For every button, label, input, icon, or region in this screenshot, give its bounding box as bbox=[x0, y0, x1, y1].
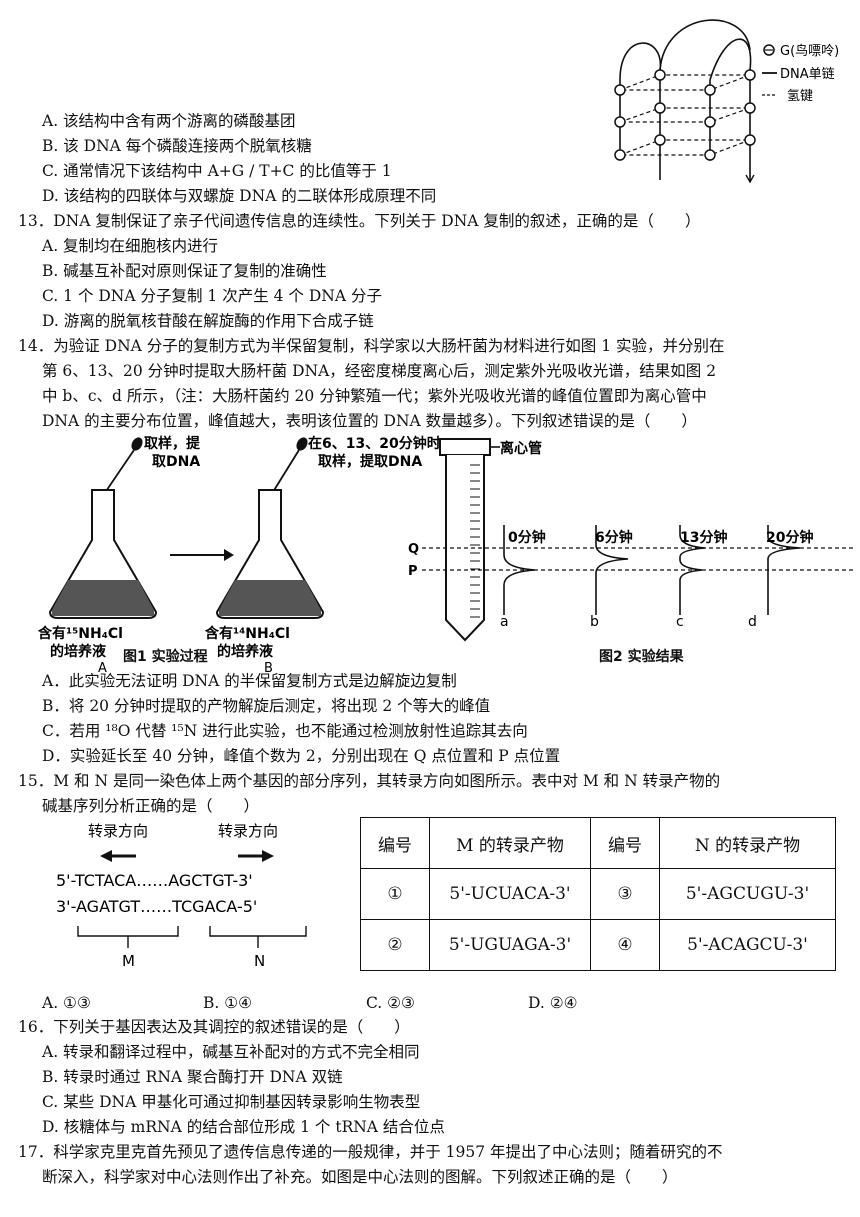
flask-b-label-2: 的培养液 bbox=[217, 643, 274, 660]
figure-1: 取样，提 取DNA 含有¹⁵NH₄Cl 的培养液 A 在6、13、20分钟时 取… bbox=[38, 430, 441, 676]
table-cell: ③ bbox=[590, 868, 660, 920]
flask-b-label-1: 含有¹⁴NH₄Cl bbox=[205, 625, 290, 642]
strand-1: 5'-TCTACA……AGCTGT-3' bbox=[56, 871, 253, 890]
table-cell: 5'-AGCUGU-3' bbox=[659, 868, 836, 920]
q12-option-b: B. 该 DNA 每个磷酸连接两个脱氧核糖 bbox=[42, 137, 312, 155]
table-cell: 5'-UGUAGA-3' bbox=[429, 919, 591, 971]
q-label: Q bbox=[408, 542, 419, 557]
dir-left-label: 转录方向 bbox=[88, 822, 148, 840]
q13-option-a: A. 复制均在细胞核内进行 bbox=[42, 237, 219, 255]
g-quadruplex-figure: G(鸟嘌呤) DNA单链 氢键 bbox=[605, 10, 855, 194]
table-header: M 的转录产物 bbox=[429, 817, 591, 869]
table-header: 编号 bbox=[360, 817, 430, 869]
time-6: 6分钟 bbox=[595, 529, 633, 546]
q12-option-a: A. 该结构中含有两个游离的磷酸基团 bbox=[42, 112, 296, 130]
table-cell: 5'-ACAGCU-3' bbox=[659, 919, 836, 971]
table-cell: 5'-UCUACA-3' bbox=[429, 868, 591, 920]
q17-stem-line1: 17．科学家克里克首先预见了遗传信息传递的一般规律，并于 1957 年提出了中心… bbox=[18, 1143, 723, 1161]
strand-2: 3'-AGATGT……TCGACA-5' bbox=[56, 897, 257, 916]
table-row: ② 5'-UGUAGA-3' ④ 5'-ACAGCU-3' bbox=[360, 919, 836, 971]
curve-c: c bbox=[676, 614, 684, 630]
arrow-right-icon bbox=[262, 850, 274, 862]
sequence-diagram: 转录方向 转录方向 5'-TCTACA……AGCTGT-3' 3'-AGATGT… bbox=[40, 820, 350, 974]
q12-option-d: D. 该结构的四联体与双螺旋 DNA 的二联体形成原理不同 bbox=[42, 187, 437, 205]
dir-right-label: 转录方向 bbox=[218, 822, 278, 840]
curve-b: b bbox=[590, 614, 599, 630]
q14-option-d: D．实验延长至 40 分钟，峰值个数为 2，分别出现在 Q 点位置和 P 点位置 bbox=[42, 747, 561, 765]
q14-option-a: A．此实验无法证明 DNA 的半保留复制方式是边解旋边复制 bbox=[42, 672, 457, 690]
q17-stem-line2: 断深入，科学家对中心法则作出了补充。如图是中心法则的图解。下列叙述正确的是（ ） bbox=[42, 1168, 678, 1186]
legend-g: G(鸟嘌呤) bbox=[780, 43, 839, 59]
q13-option-b: B. 碱基互补配对原则保证了复制的准确性 bbox=[42, 262, 327, 280]
pipette1-label-1: 取样，提 bbox=[144, 435, 201, 452]
q13-option-c: C. 1 个 DNA 分子复制 1 次产生 4 个 DNA 分子 bbox=[42, 287, 382, 305]
flask-a-letter: A bbox=[98, 661, 107, 676]
table-cell: ② bbox=[360, 919, 430, 971]
flask-a-label-2: 的培养液 bbox=[50, 643, 107, 660]
q14-option-c: C．若用 ¹⁸O 代替 ¹⁵N 进行此实验，也不能通过检测放射性追踪其去向 bbox=[42, 722, 528, 740]
time-13: 13分钟 bbox=[680, 529, 727, 546]
p-label: P bbox=[408, 564, 418, 579]
q15-stem-line1: 15．M 和 N 是同一染色体上两个基因的部分序列，其转录方向如图所示。表中对 … bbox=[18, 772, 721, 790]
table-cell: ④ bbox=[590, 919, 660, 971]
time-0: 0分钟 bbox=[508, 529, 546, 546]
q16-option-a: A. 转录和翻译过程中，碱基互补配对的方式不完全相同 bbox=[42, 1043, 420, 1061]
q13-stem: 13．DNA 复制保证了亲子代间遗传信息的连续性。下列关于 DNA 复制的叙述，… bbox=[18, 212, 701, 230]
q16-stem: 16．下列关于基因表达及其调控的叙述错误的是（ ） bbox=[18, 1018, 410, 1036]
figure-2-caption: 图2 实验结果 bbox=[599, 649, 684, 665]
q15-answer-d: D. ②④ bbox=[528, 994, 578, 1012]
gene-n: N bbox=[254, 952, 265, 970]
q15-stem-line2: 碱基序列分析正确的是（ ） bbox=[42, 797, 260, 815]
pipette2-label-1: 在6、13、20分钟时 bbox=[308, 435, 441, 452]
q15-answer-c: C. ②③ bbox=[366, 994, 415, 1012]
q16-option-c: C. 某些 DNA 甲基化可通过抑制基因转录影响生物表型 bbox=[42, 1093, 421, 1111]
pipette2-label-2: 取样，提取DNA bbox=[318, 453, 422, 470]
q15-answer-a: A. ①③ bbox=[42, 994, 91, 1012]
q14-stem-line1: 14．为验证 DNA 分子的复制方式为半保留复制，科学家以大肠杆菌为材料进行如图… bbox=[18, 337, 725, 355]
table-header-row: 编号 M 的转录产物 编号 N 的转录产物 bbox=[360, 817, 836, 869]
q16-option-d: D. 核糖体与 mRNA 的结合部位形成 1 个 tRNA 结合位点 bbox=[42, 1118, 445, 1136]
q15-answer-b: B. ①④ bbox=[203, 994, 253, 1012]
legend-hbond: 氢键 bbox=[787, 89, 813, 104]
spectrum-b bbox=[595, 525, 629, 615]
transcript-table: 编号 M 的转录产物 编号 N 的转录产物 ① 5'-UCUACA-3' ③ 5… bbox=[360, 817, 836, 971]
time-20: 20分钟 bbox=[766, 529, 813, 546]
flask-a-label-1: 含有¹⁵NH₄Cl bbox=[38, 625, 123, 642]
figure-1-caption: 图1 实验过程 bbox=[123, 649, 208, 665]
gene-m: M bbox=[122, 952, 135, 970]
table-header: 编号 bbox=[590, 817, 660, 869]
arrow-left-icon bbox=[100, 850, 112, 862]
curve-a: a bbox=[500, 614, 509, 630]
q14-option-b: B．将 20 分钟时提取的产物解旋后测定，将出现 2 个等大的峰值 bbox=[42, 697, 491, 715]
q13-option-d: D. 游离的脱氧核苷酸在解旋酶的作用下合成子链 bbox=[42, 312, 374, 330]
tube-label: 离心管 bbox=[500, 440, 542, 457]
curve-d: d bbox=[748, 614, 757, 630]
spectrum-a bbox=[503, 525, 536, 615]
figure-2: 离心管 Q P 0分钟 6分钟 13分钟 20分钟 a b c d bbox=[400, 435, 855, 642]
q12-option-c: C. 通常情况下该结构中 A+G / T+C 的比值等于 1 bbox=[42, 162, 392, 180]
q16-option-b: B. 转录时通过 RNA 聚合酶打开 DNA 双链 bbox=[42, 1068, 343, 1086]
table-header: N 的转录产物 bbox=[659, 817, 836, 869]
q14-stem-line3: 中 b、c、d 所示，（注：大肠杆菌约 20 分钟繁殖一代；紫外光吸收光谱的峰值… bbox=[42, 387, 707, 405]
pipette1-label-2: 取DNA bbox=[152, 454, 200, 470]
q14-stem-line4: DNA 的主要分布位置，峰值越大，表明该位置的 DNA 数量越多）。下列叙述错误… bbox=[42, 412, 697, 430]
q14-stem-line2: 第 6、13、20 分钟时提取大肠杆菌 DNA，经密度梯度离心后，测定紫外光吸收… bbox=[42, 362, 717, 380]
legend-dna-strand: DNA单链 bbox=[780, 67, 835, 82]
table-row: ① 5'-UCUACA-3' ③ 5'-AGCUGU-3' bbox=[360, 868, 836, 920]
flask-b-letter: B bbox=[264, 661, 273, 676]
table-cell: ① bbox=[360, 868, 430, 920]
